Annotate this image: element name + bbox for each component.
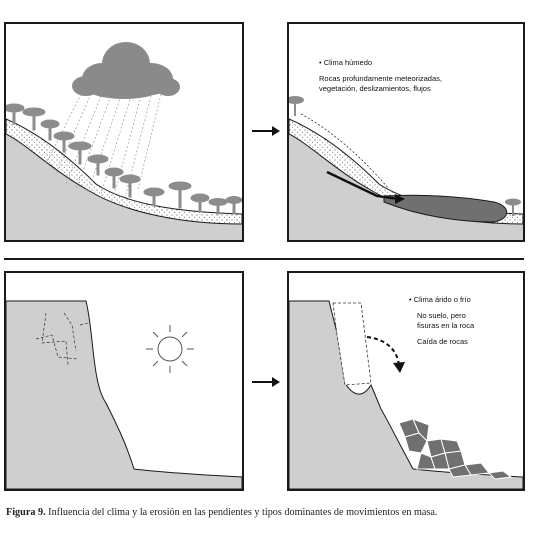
humid-result-illustration: [289, 96, 523, 240]
description-line: Caída de rocas: [417, 337, 468, 346]
section-divider: [4, 258, 524, 260]
rock-fissures: [35, 312, 89, 366]
description-line: Rocas profundamente meteorizadas,: [319, 74, 442, 83]
rockfall-debris: [398, 418, 513, 480]
rock-cliff: [289, 300, 523, 489]
landslide-mass: [383, 194, 508, 223]
cloud-icon: [72, 42, 180, 99]
panel-arid-result: • Clima árido o frío No suelo, pero fisu…: [287, 271, 525, 491]
arid-result-illustration: [289, 300, 523, 489]
vegetation: [6, 103, 242, 215]
description-line: vegetación, deslizamientos, flujos: [319, 84, 431, 93]
panel-humid-before: [4, 22, 244, 242]
sun-icon: [146, 325, 194, 373]
caption-label: Figura 9.: [6, 507, 46, 518]
arrow-right-icon: [252, 126, 280, 136]
detached-block: [332, 302, 372, 386]
bedrock: [6, 134, 242, 240]
humid-description: • Clima húmedo Rocas profundamente meteo…: [319, 58, 442, 94]
arid-description: • Clima árido o frío No suelo, pero fisu…: [409, 295, 474, 347]
figure-caption: Figura 9. Influencia del clima y la eros…: [6, 506, 526, 519]
caption-text: Influencia del clima y la erosión en las…: [45, 507, 438, 518]
description-line: No suelo, pero: [417, 311, 466, 320]
panel-humid-result: • Clima húmedo Rocas profundamente meteo…: [287, 22, 525, 242]
arrow-right-icon: [252, 377, 280, 387]
rock-cliff: [6, 300, 242, 489]
arid-before-illustration: [6, 300, 242, 489]
panel-arid-before: [4, 271, 244, 491]
description-line: fisuras en la roca: [417, 321, 475, 330]
description-line: • Clima árido o frío: [409, 295, 471, 304]
description-line: • Clima húmedo: [319, 58, 373, 67]
vegetation: [289, 96, 521, 216]
humid-before-illustration: [6, 42, 242, 240]
